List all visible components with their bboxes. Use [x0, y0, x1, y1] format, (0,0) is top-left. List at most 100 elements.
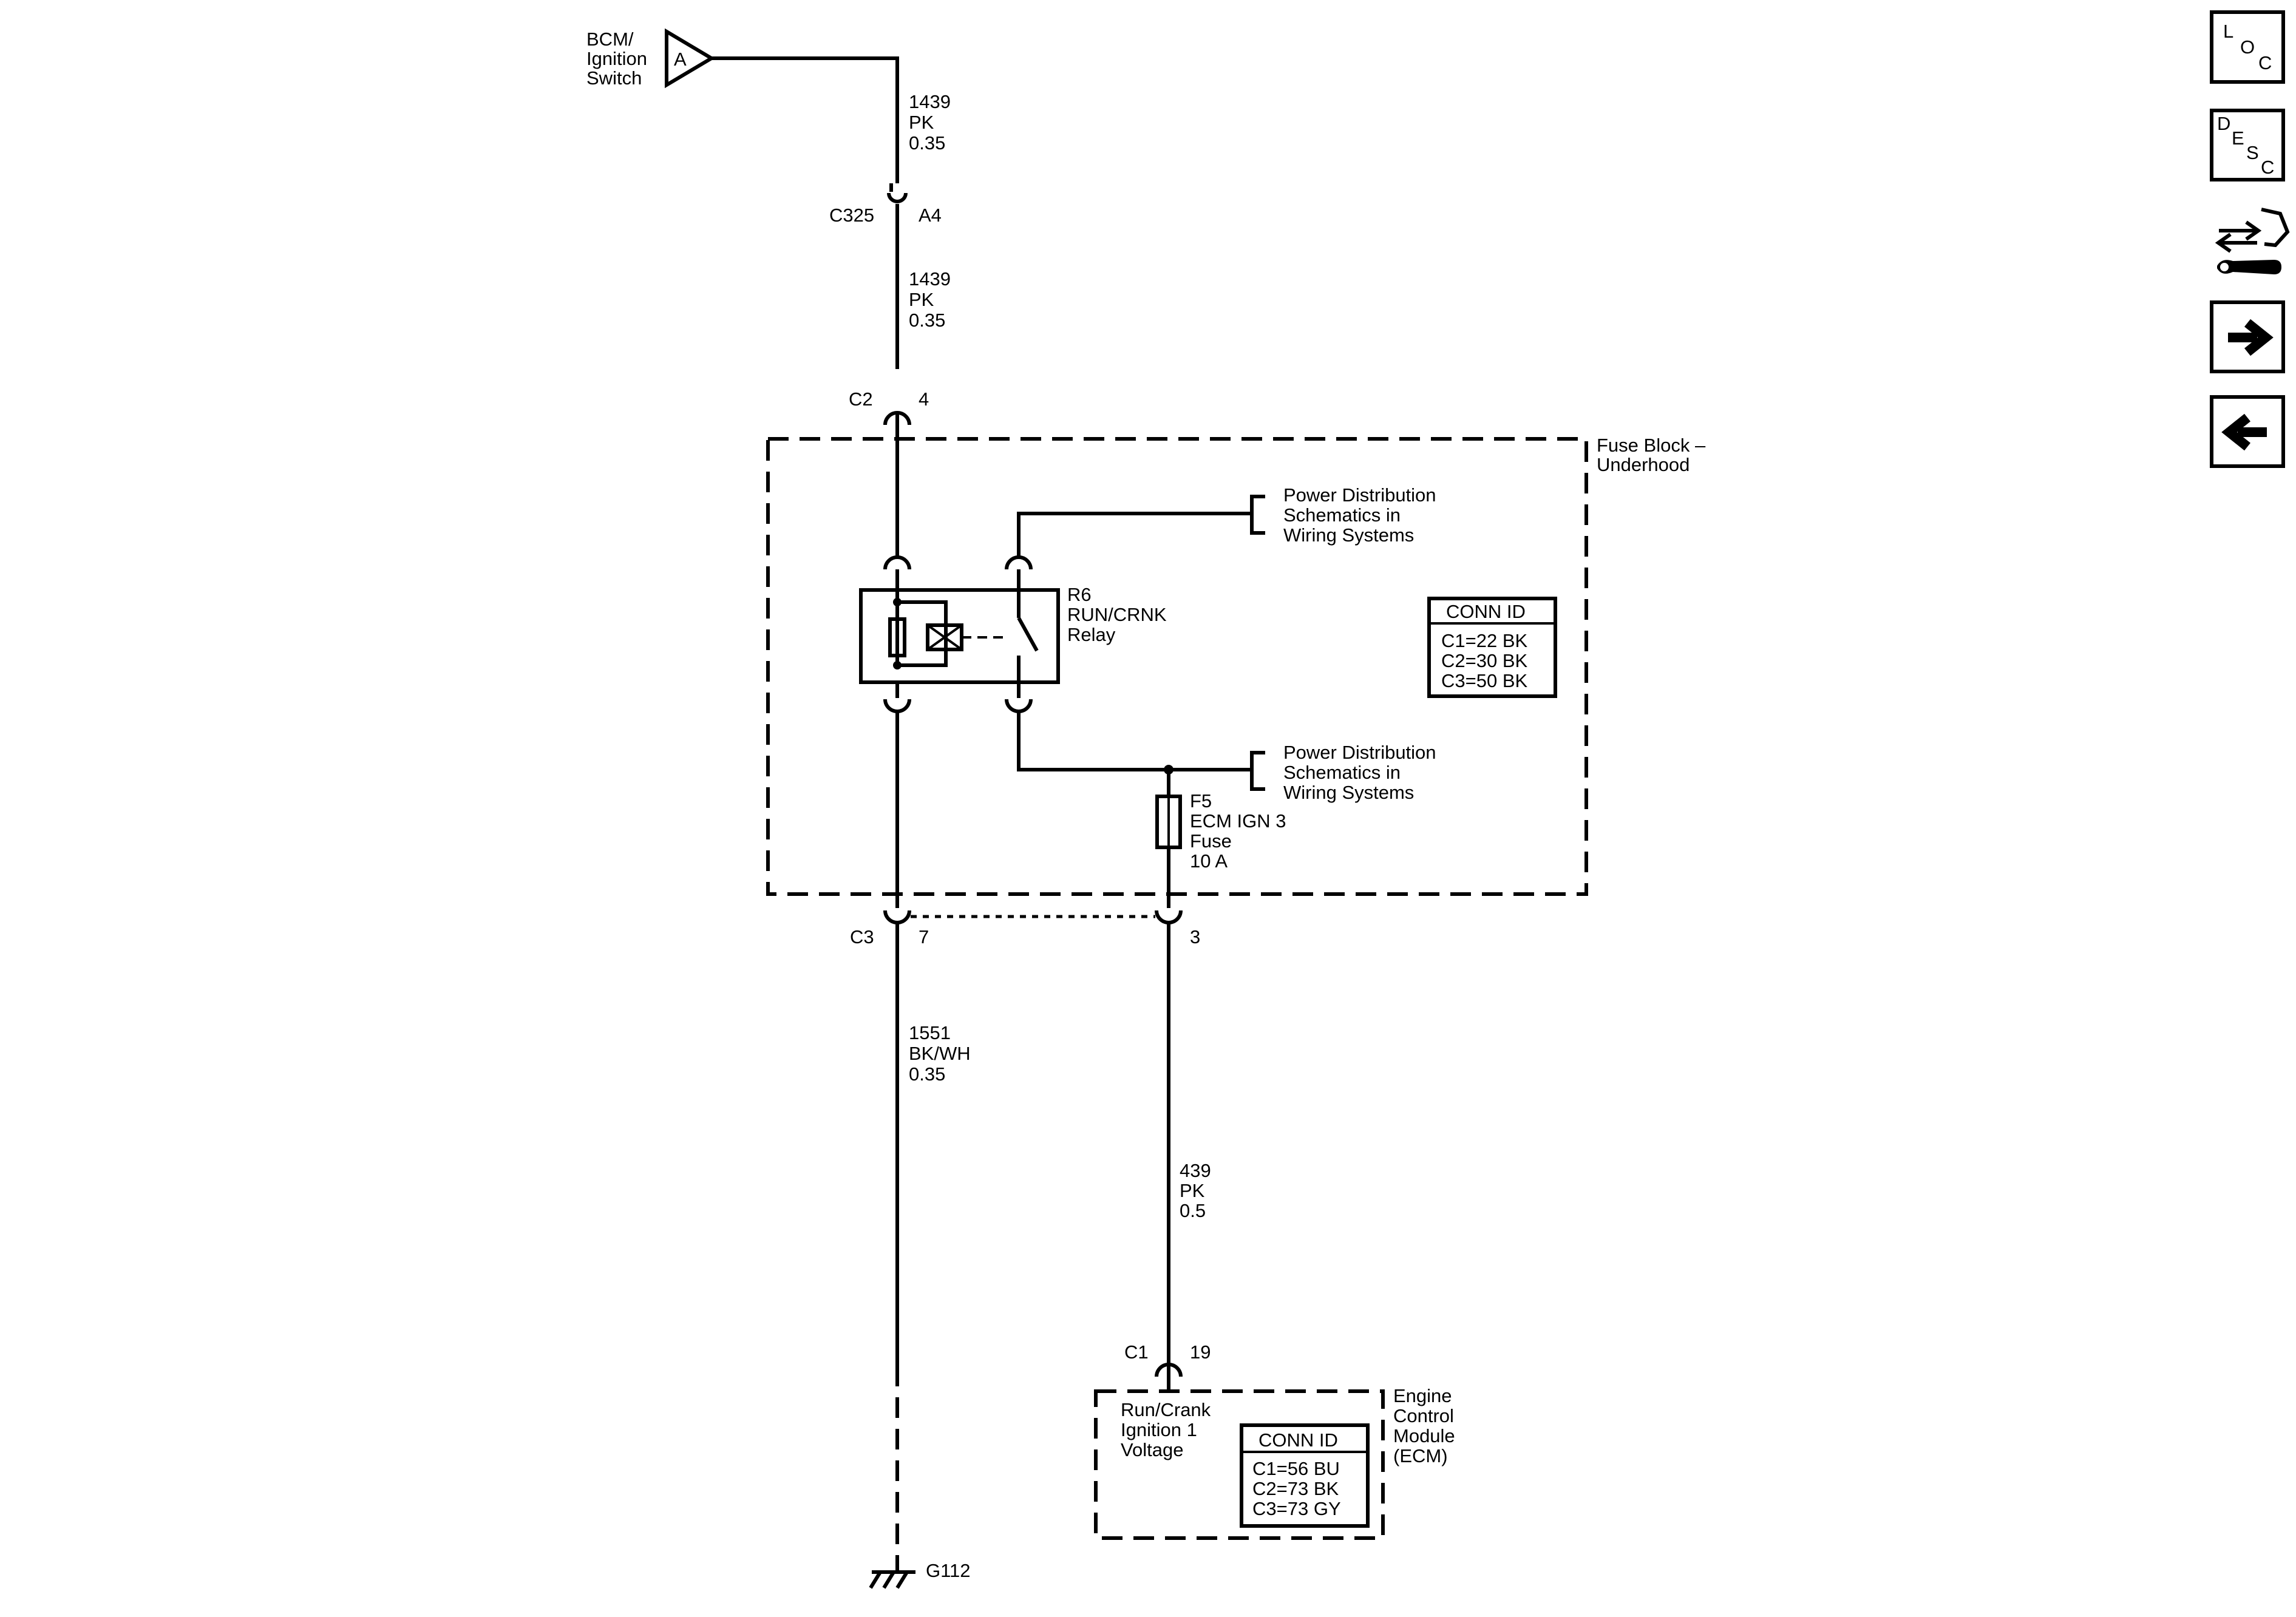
wire-1551: 1551 BK/WH 0.35: [895, 923, 971, 1572]
previous-page-button[interactable]: [2210, 395, 2285, 468]
resistor-icon: [888, 617, 906, 657]
ecm-title-line: (ECM): [1393, 1445, 1448, 1466]
conn-id-row: C2=30 BK: [1441, 650, 1528, 671]
fuse-block-underhood: Fuse Block – Underhood: [766, 435, 1706, 896]
relay-terminal-icon: [1005, 699, 1033, 713]
conn-id-header: CONN ID: [1446, 601, 1526, 622]
ecm-title-line: Module: [1393, 1425, 1455, 1446]
reference-line: Power Distribution: [1283, 742, 1436, 763]
reference-line: Wiring Systems: [1283, 524, 1414, 546]
relay-id: R6: [1067, 584, 1092, 605]
relay-switch-icon: [1017, 617, 1039, 652]
conn-id-row: C3=73 GY: [1252, 1498, 1341, 1519]
ecm-conn-id-table: CONN ID C1=56 BU C2=73 BK C3=73 GY: [1240, 1423, 1370, 1528]
connector-ecm-c1: C1 19: [1124, 1341, 1211, 1390]
reference-line: Schematics in: [1283, 504, 1401, 526]
description-button[interactable]: D E S C: [2210, 109, 2285, 181]
reference-line: Schematics in: [1283, 762, 1401, 783]
wire-gauge: 0.35: [909, 1063, 945, 1085]
source-label-line2: Ignition: [586, 48, 647, 69]
desc-letter: E: [2232, 127, 2244, 149]
wire-gauge: 0.35: [909, 132, 945, 154]
ecm-circuit-line: Voltage: [1121, 1439, 1183, 1460]
desc-letter: S: [2246, 142, 2259, 163]
fuse-block-outline: [766, 437, 1588, 896]
conn-id-row: C2=73 BK: [1252, 1478, 1339, 1499]
wire-color: PK: [1180, 1180, 1205, 1201]
ground-name: G112: [926, 1560, 971, 1581]
service-tools-button[interactable]: [2210, 197, 2290, 282]
connector-name: C325: [829, 205, 874, 226]
conn-id-row: C1=56 BU: [1252, 1458, 1340, 1479]
desc-letter: C: [2261, 157, 2274, 178]
relay-name: RUN/CRNK: [1067, 604, 1167, 625]
relay-terminal-icon: [883, 699, 911, 713]
conn-id-row: C1=22 BK: [1441, 630, 1528, 651]
wire-color: BK/WH: [909, 1043, 971, 1064]
next-page-button[interactable]: [2210, 300, 2285, 373]
fuse-id: F5: [1190, 790, 1212, 812]
wire-number: 1439: [909, 268, 951, 290]
reference-line: Power Distribution: [1283, 484, 1436, 506]
source-triangle-icon: [665, 28, 715, 89]
connector-pin: 3: [1190, 926, 1200, 947]
connector-pin: A4: [919, 205, 942, 226]
wire-number: 1551: [909, 1022, 951, 1043]
wrench-arrows-icon: [2215, 208, 2290, 274]
relay-r6: R6 RUN/CRNK Relay: [859, 555, 1167, 713]
fuse-block-conn-id-table: CONN ID C1=22 BK C2=30 BK C3=50 BK: [1427, 597, 1557, 698]
wire-1439-mid-label: 1439 PK 0.35: [909, 268, 951, 331]
loc-letter: C: [2258, 52, 2272, 73]
source-label-line1: BCM/: [586, 29, 634, 50]
wire-number: 1439: [909, 91, 951, 112]
wire-1439-top-label: 1439 PK 0.35: [909, 91, 951, 154]
wire-gauge: 0.5: [1180, 1200, 1206, 1221]
conn-id-header: CONN ID: [1258, 1429, 1338, 1451]
connector-pin: 7: [919, 926, 929, 947]
connector-pin: 19: [1190, 1341, 1211, 1363]
arrow-left-icon: [2221, 413, 2267, 451]
arrow-right-icon: [2228, 319, 2274, 356]
ecm-circuit-line: Run/Crank: [1121, 1399, 1211, 1420]
wire-color: PK: [909, 289, 934, 310]
engine-control-module: Engine Control Module (ECM) Run/Crank Ig…: [1094, 1385, 1455, 1540]
connector-c3: C3 7 3: [850, 910, 1200, 947]
wire-1439-path: [712, 56, 899, 369]
connector-name: C2: [849, 388, 873, 410]
page-reference-bracket-icon: [1250, 751, 1265, 791]
fuse-type: Fuse: [1190, 830, 1232, 852]
wire-color: PK: [909, 112, 934, 133]
location-button[interactable]: L O C: [2210, 10, 2285, 84]
relay-type: Relay: [1067, 624, 1116, 645]
fuse-f5: F5 ECM IGN 3 Fuse 10 A: [1155, 770, 1286, 908]
desc-letter: D: [2217, 113, 2230, 134]
ground-g112: G112: [869, 1560, 971, 1589]
reference-line: Wiring Systems: [1283, 782, 1414, 803]
fuse-name: ECM IGN 3: [1190, 810, 1286, 832]
wire-gauge: 0.35: [909, 310, 945, 331]
power-distribution-top: Power Distribution Schematics in Wiring …: [1017, 484, 1436, 557]
loc-letter: L: [2223, 21, 2233, 42]
relay-terminal-icon: [883, 555, 911, 570]
fuse-rating: 10 A: [1190, 850, 1228, 872]
connector-name: C1: [1124, 1341, 1149, 1363]
bcm-ignition-switch-source: BCM/ Ignition Switch A: [586, 28, 715, 89]
relay-body: [859, 588, 1060, 684]
wire-439: 439 PK 0.5: [1167, 923, 1211, 1364]
relay-terminal-icon: [1005, 555, 1033, 570]
ecm-title-line: Engine: [1393, 1385, 1452, 1406]
connector-pin: 4: [919, 388, 929, 410]
source-label-line3: Switch: [586, 67, 642, 89]
fuse-block-title-line1: Fuse Block –: [1597, 435, 1706, 456]
ecm-title-line: Control: [1393, 1405, 1454, 1426]
wire-number: 439: [1180, 1160, 1211, 1181]
page-reference-bracket-icon: [1250, 495, 1265, 535]
loc-letter: O: [2240, 36, 2255, 58]
source-marker: A: [674, 49, 687, 70]
power-distribution-bottom: Power Distribution Schematics in Wiring …: [1017, 711, 1436, 803]
ecm-outline: [1094, 1389, 1385, 1540]
connector-c2: C2 4: [849, 388, 929, 558]
connector-name: C3: [850, 926, 874, 947]
ecm-circuit-line: Ignition 1: [1121, 1419, 1197, 1440]
